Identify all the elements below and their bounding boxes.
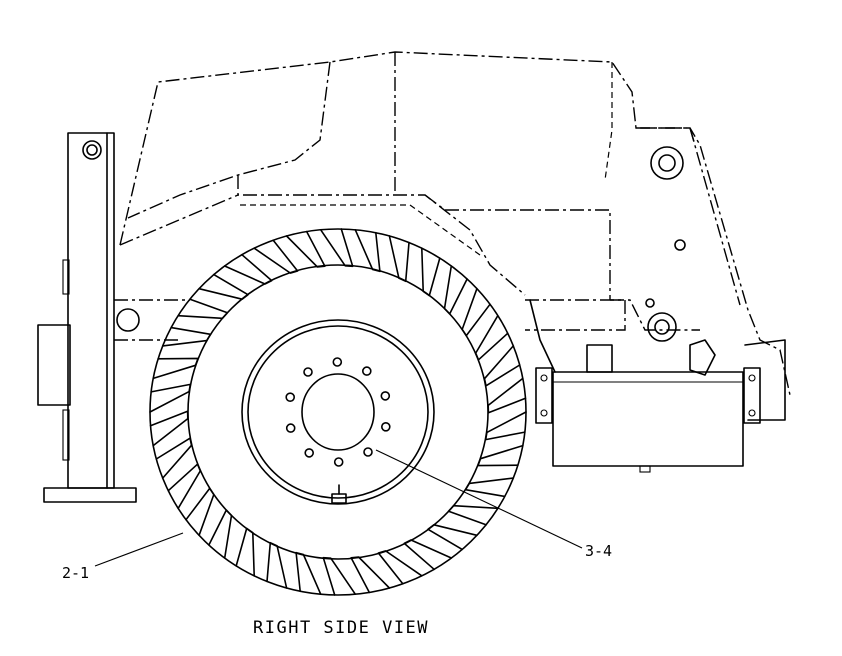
tread-lug bbox=[350, 556, 391, 594]
tread-lug bbox=[208, 509, 233, 559]
tread-lugs bbox=[149, 228, 527, 596]
lug-nut bbox=[333, 457, 344, 467]
tread-lug bbox=[185, 487, 215, 537]
lug-nuts bbox=[285, 357, 391, 467]
tread-lug bbox=[152, 357, 199, 380]
tread-lug bbox=[461, 287, 491, 337]
lug-nut bbox=[380, 421, 391, 432]
tool-box bbox=[529, 299, 761, 473]
lug-nut bbox=[332, 357, 343, 367]
tread-lug bbox=[167, 463, 202, 510]
tread-lug bbox=[427, 524, 478, 551]
tread-lug bbox=[319, 228, 354, 268]
tread-lug bbox=[149, 383, 192, 413]
wheel-rim bbox=[241, 319, 435, 505]
lug-nut bbox=[304, 448, 315, 458]
tread-lug bbox=[177, 298, 229, 320]
tread-lug bbox=[388, 235, 410, 283]
tread-lug bbox=[161, 326, 212, 347]
tread-lug bbox=[253, 239, 299, 274]
lug-nut bbox=[380, 391, 391, 401]
tread-lug bbox=[477, 444, 524, 467]
tread-lug bbox=[295, 551, 322, 595]
lug-nut bbox=[363, 447, 373, 457]
tread-lug bbox=[223, 253, 273, 285]
tread-lug bbox=[354, 229, 381, 273]
tread-lug bbox=[447, 504, 499, 526]
callout-3-4: 3-4 bbox=[585, 542, 612, 560]
lug-nut bbox=[361, 366, 372, 376]
tread-lug bbox=[484, 411, 527, 441]
tread-lug bbox=[483, 345, 521, 387]
tread-lug bbox=[421, 247, 441, 297]
tread-lug bbox=[198, 273, 249, 300]
view-title: RIGHT SIDE VIEW bbox=[253, 618, 429, 638]
tread-lug bbox=[285, 230, 326, 268]
lug-nut bbox=[285, 423, 296, 433]
tread-lug bbox=[235, 527, 255, 577]
tread-lug bbox=[487, 377, 527, 414]
tread-lug bbox=[403, 539, 453, 571]
leader-lines bbox=[94, 449, 583, 567]
tread-lug bbox=[266, 541, 288, 589]
tread-lug bbox=[322, 556, 357, 596]
lug-nut bbox=[303, 367, 313, 377]
tread-lug bbox=[149, 410, 189, 447]
lug-nut bbox=[285, 392, 296, 403]
callout-2-1: 2-1 bbox=[62, 564, 89, 582]
tread-lug bbox=[155, 437, 193, 479]
tread-lug bbox=[464, 477, 515, 498]
front-post bbox=[37, 132, 190, 503]
tread-lug bbox=[443, 265, 468, 315]
rear-frame bbox=[525, 127, 791, 421]
tread-lug bbox=[474, 314, 509, 361]
tire bbox=[149, 228, 527, 596]
tread-lug bbox=[377, 550, 423, 585]
